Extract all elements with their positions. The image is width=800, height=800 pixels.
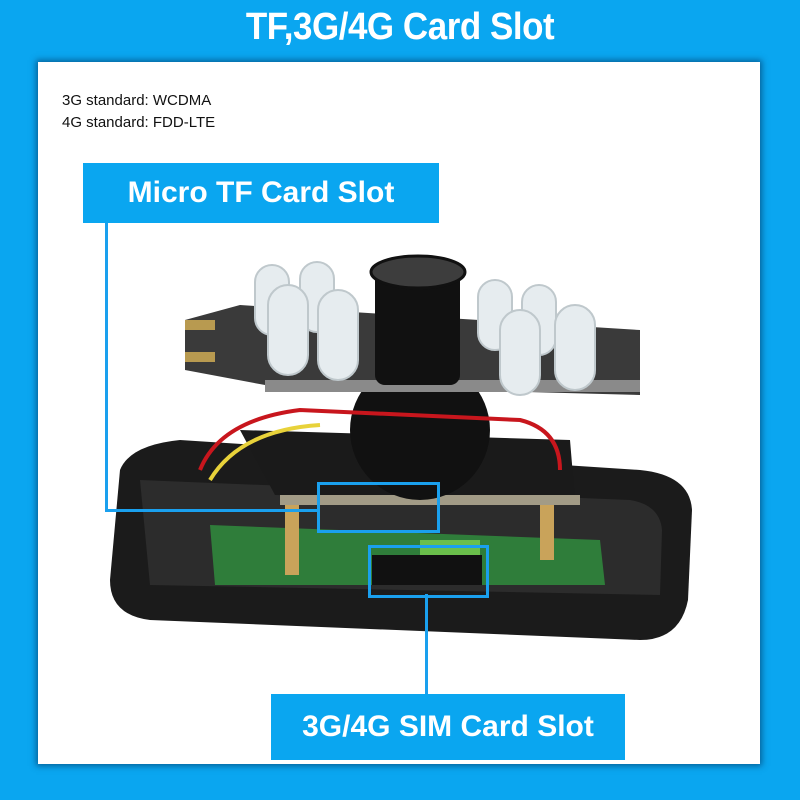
sim-slot-highlight bbox=[368, 545, 489, 598]
tf-callout-line-vertical bbox=[105, 222, 108, 512]
spec-3g: 3G standard: WCDMA bbox=[62, 92, 212, 109]
sim-slot-label: 3G/4G SIM Card Slot bbox=[271, 694, 625, 760]
tf-slot-highlight bbox=[317, 482, 440, 533]
tf-callout-line-horizontal bbox=[105, 509, 320, 512]
page-title: TF,3G/4G Card Slot bbox=[245, 6, 555, 48]
spec-4g: 4G standard: FDD-LTE bbox=[62, 114, 216, 131]
tf-slot-label: Micro TF Card Slot bbox=[83, 163, 439, 223]
sim-callout-line bbox=[425, 594, 428, 698]
